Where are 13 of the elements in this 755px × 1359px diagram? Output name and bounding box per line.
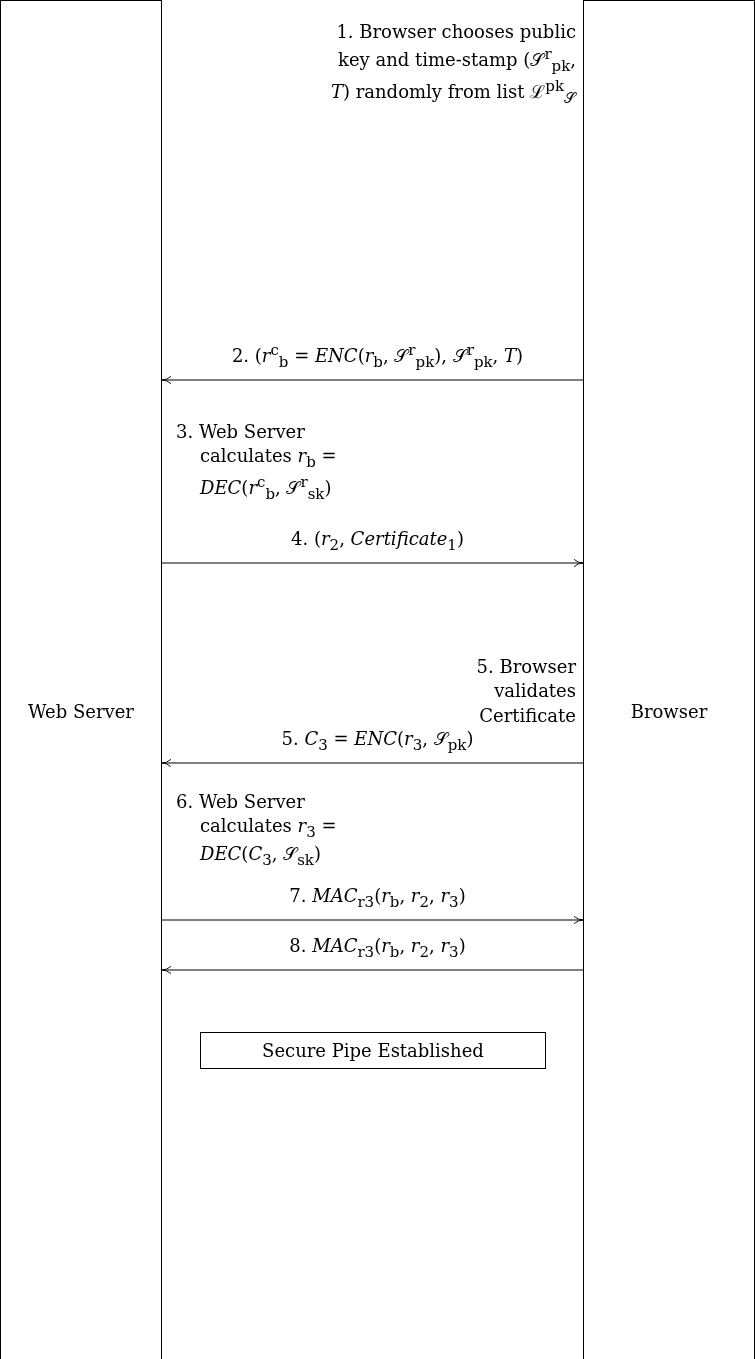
step-note: 3. Web Server calculates r$_{b}$ = DEC(r$^{c}$$_{b}$, 𝒮$^{r}$$_{sk}$) <box>176 420 338 504</box>
participant-label: Browser <box>629 701 709 722</box>
message-label: 7. MAC$_{r3}$(r$_{b}$, r$_{2}$, r$_{3}$) <box>288 884 467 912</box>
message-label: 5. C$_{3}$ = ENC(r$_{3}$, 𝒮$_{pk}$) <box>280 727 475 755</box>
status-box: Secure Pipe Established <box>200 1032 546 1069</box>
message-label: 2. (r$^{c}$$_{b}$ = ENC(r$_{b}$, 𝒮$^{r}$$_{pk}$), 𝒮$^{r}$$_{pk}$, T) <box>230 340 525 372</box>
step-note: 5. Browser validates Certificate <box>475 655 576 728</box>
message-label: 4. (r$_{2}$, Certificate$_{1}$) <box>290 527 465 555</box>
message-label: 8. MAC$_{r3}$(r$_{b}$, r$_{2}$, r$_{3}$) <box>288 934 467 962</box>
lifeline-column <box>0 0 162 1359</box>
participant-label: Web Server <box>27 701 135 722</box>
step-note: 6. Web Server calculates r$_{3}$ = DEC(C$_{3}$, 𝒮$_{sk}$) <box>176 790 338 870</box>
lifeline-column <box>583 0 755 1359</box>
